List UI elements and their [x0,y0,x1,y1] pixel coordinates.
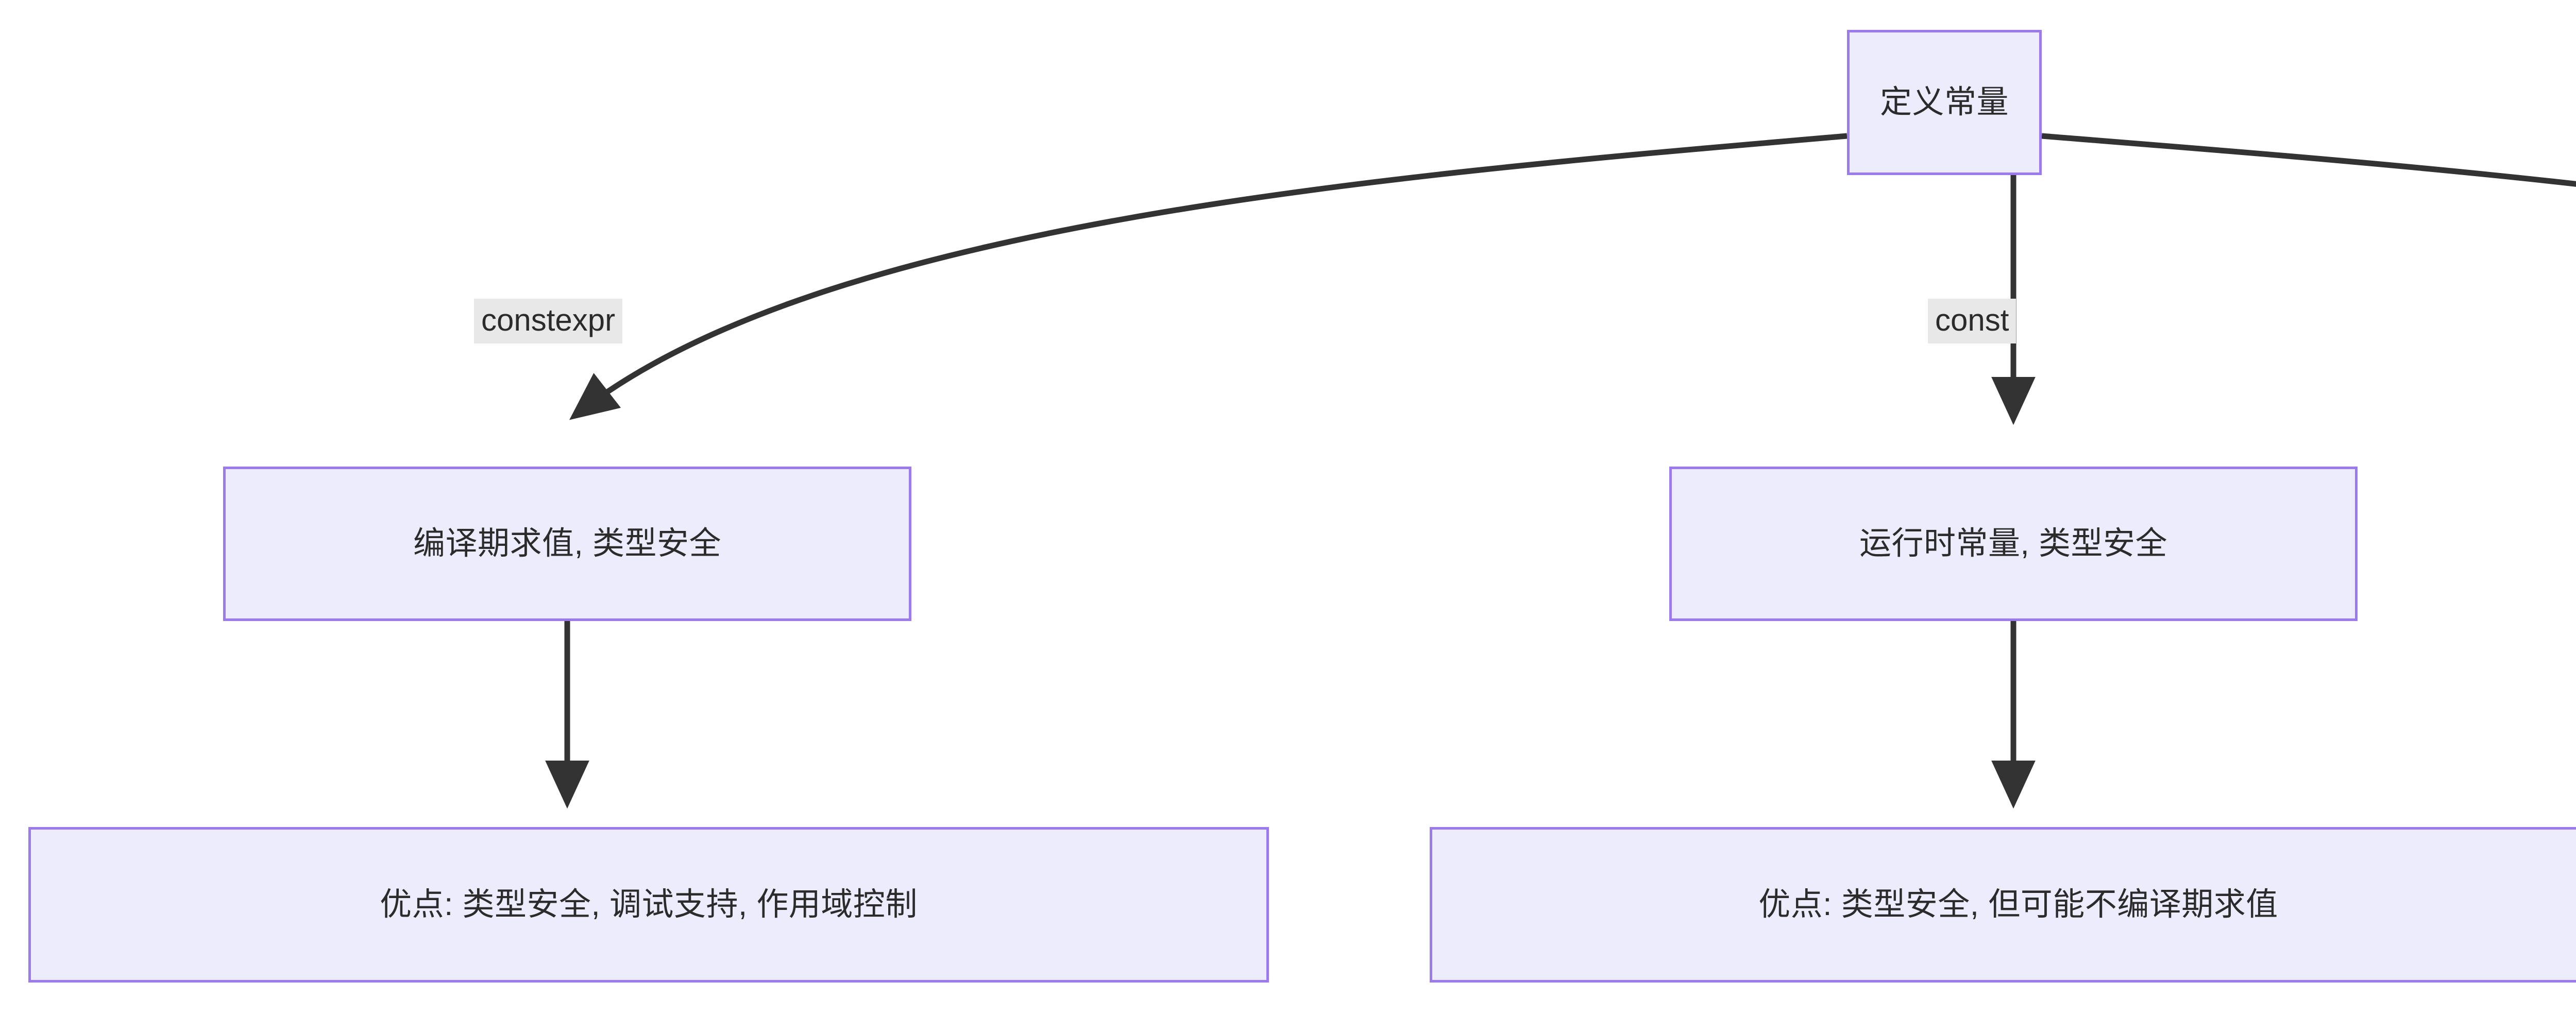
node-root-label: 定义常量 [1879,84,2009,120]
node-constexpr-note[interactable]: 优点: 类型安全, 调试支持, 作用域控制 [28,827,1269,983]
edge-label-constexpr: constexpr [474,299,623,343]
edge-label-const: const [1928,299,2016,343]
node-const-branch-label: 运行时常量, 类型安全 [1859,525,2167,561]
node-const-note-label: 优点: 类型安全, 但可能不编译期求值 [1758,886,2278,922]
node-constexpr-note-label: 优点: 类型安全, 调试支持, 作用域控制 [380,886,918,922]
node-constexpr-branch-label: 编译期求值, 类型安全 [413,525,721,561]
node-const-note[interactable]: 优点: 类型安全, 但可能不编译期求值 [1430,827,2576,983]
node-root[interactable]: 定义常量 [1847,30,2042,175]
node-const-branch[interactable]: 运行时常量, 类型安全 [1669,467,2358,621]
node-constexpr-branch[interactable]: 编译期求值, 类型安全 [223,467,911,621]
